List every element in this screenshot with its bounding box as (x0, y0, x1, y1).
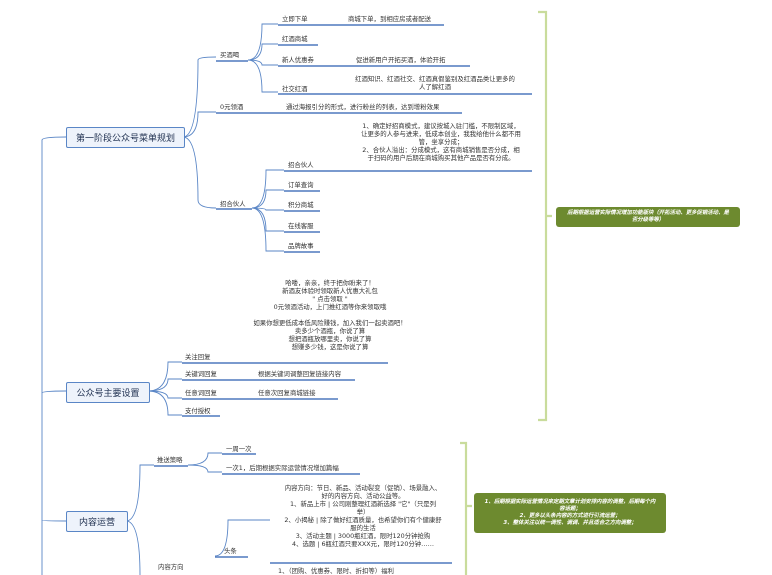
node-online-service[interactable]: 在线客服 (288, 222, 314, 230)
desc-line: 哈喽，亲亲，终于把你盼来了！ (285, 279, 375, 287)
desc-line: 1、新品上市 | 公司刚整理红酒新选择 "它"（只是列 (289, 500, 436, 508)
node-order-now-desc: 商城下单，到相应房或者配送 (348, 15, 432, 23)
node-new-user-coupon[interactable]: 新人优惠券 (282, 56, 314, 64)
node-free-wine-desc: 通过海报引分的形式，进行粉丝的列表，达到增粉效果 (286, 103, 440, 111)
desc-line: 管，坐享分成； (418, 138, 464, 146)
desc-line: 于扫码的用户后期在商城购买其他产品是否有分成。 (367, 154, 515, 162)
node-any-word-reply[interactable]: 任意词回复 (185, 389, 217, 397)
node-push-strategy[interactable]: 推送策略 (157, 456, 183, 464)
main-topic-account-settings[interactable]: 公众号主要设置 (66, 382, 150, 403)
node-follow-reply-desc: 哈喽，亲亲，终于把你盼来了！ 新酒友体验时领取新人优惠大礼包 " 点击领取 " … (240, 279, 420, 351)
desc-line (240, 311, 420, 319)
node-social-wine[interactable]: 社交红酒 (282, 85, 308, 93)
node-any-word-reply-desc: 任意次回复商城链接 (258, 389, 316, 397)
node-order-now[interactable]: 立即下单 (282, 15, 308, 23)
desc-line: 人了解红酒 (419, 83, 451, 91)
note-line: 2、更多以头条内容的方式进行引流运营； (519, 513, 621, 519)
node-points-mall[interactable]: 积分商城 (288, 201, 314, 209)
node-new-user-coupon-desc: 促进新用户开拓买酒，体验开拓 (356, 56, 446, 64)
node-order-query[interactable]: 订单查询 (288, 181, 314, 189)
desc-line: 0元领酒活动，上门推红酒等你来领取哦 (273, 303, 387, 311)
note-content-operations[interactable]: 1、后期根据实际运营情况来定期文章计划安排内容的调整，后期每个内 容话题； 2、… (474, 493, 666, 533)
desc-line: 1、确定好招商模式，建议按城入驻门槛，不限制区域， (362, 122, 520, 130)
desc-line: 内容方向：节日、新品、活动裂变（促销）、场景融入、 (284, 484, 442, 492)
node-wine-mall[interactable]: 红酒商城 (282, 35, 308, 43)
node-recruit-partner[interactable]: 招合伙人 (220, 200, 246, 208)
desc-line: 好的内容方向、活动公益等。 (321, 492, 405, 500)
desc-line: 让更多的人参与进来，低成本创业，我我给他什么都不用 (361, 130, 521, 138)
node-buy-wine[interactable]: 买酒喝 (220, 51, 240, 59)
node-keyword-reply-desc: 根据关键词调整回复链接内容 (258, 370, 342, 378)
node-free-wine[interactable]: 0元领酒 (220, 103, 244, 111)
desc-line: 3、活动主题 | 3000瓶红酒，限时120分钟抢购 (295, 532, 431, 540)
desc-line: 想把酒瓶放哪里卖，你说了算 (288, 335, 372, 343)
node-bottom-benefits: 1、（团购、优惠券、限时、折扣等）福利 (278, 567, 394, 575)
node-push-frequency[interactable]: 一次1，后期根据实际运营情况增加篇幅 (226, 464, 339, 472)
node-payment-auth[interactable]: 支付授权 (185, 407, 211, 415)
desc-line: 想赚多少钱，这是你说了算 (291, 343, 369, 351)
desc-line: 4、选题 | 6瓶红酒只要XXX元，限时120分钟…… (292, 540, 434, 548)
node-content-direction[interactable]: 内容方向 (158, 563, 184, 571)
note-menu-planning[interactable]: 后期根据运营实际情况增加功能版块（开拓活动、更多促销活动、是 否分级等等） (556, 207, 740, 227)
desc-line: 新酒友体验时领取新人优惠大礼包 (282, 287, 378, 295)
desc-line: 卖多少个酒瓶，你说了算 (294, 327, 366, 335)
desc-line: 服的生活 (350, 524, 376, 532)
node-headline[interactable]: 头条 (224, 547, 237, 555)
main-topic-menu-planning[interactable]: 第一阶段公众号菜单规划 (66, 127, 185, 148)
note-line: 否分级等等） (631, 217, 665, 223)
desc-line: 2、合伙人溢出：分成模式，这有商城销售是否分成，相 (362, 146, 520, 154)
desc-line: 如果你想更低成本低风险赚钱，加入我们一起卖酒吧！ (253, 319, 407, 327)
desc-line: " 点击领取 " (312, 295, 348, 303)
note-line: 3、整体关注以统一调性、调调、并且适合之方向调整； (503, 520, 637, 526)
node-keyword-reply[interactable]: 关键词回复 (185, 370, 217, 378)
node-follow-reply[interactable]: 关注回复 (185, 353, 211, 361)
node-brand-story[interactable]: 品牌故事 (288, 242, 314, 250)
note-line: 1、后期根据实际运营情况来定期文章计划安排内容的调整，后期每个内 (484, 499, 656, 505)
node-social-wine-desc: 红酒知识、红酒社交、红酒真假鉴别及红酒品类让更多的 人了解红酒 (345, 75, 525, 91)
node-recruit-partner-desc: 1、确定好招商模式，建议按城入驻门槛，不限制区域， 让更多的人参与进来，低成本创… (350, 122, 532, 162)
main-topic-content-operations[interactable]: 内容运营 (66, 511, 128, 532)
node-once-a-week[interactable]: 一周一次 (226, 445, 252, 453)
desc-line: 2、小揭秘 | 除了做好红酒质量，也希望你们有个健康舒 (284, 516, 442, 524)
desc-line: 举） (356, 508, 370, 516)
note-line: 后期根据运营实际情况增加功能版块（开拓活动、更多促销活动、是 (567, 210, 729, 216)
node-headline-desc: 内容方向：节日、新品、活动裂变（促销）、场景融入、 好的内容方向、活动公益等。 … (272, 484, 454, 548)
node-recruit-partner-sub[interactable]: 招合伙人 (288, 161, 314, 169)
desc-line: 红酒知识、红酒社交、红酒真假鉴别及红酒品类让更多的 (355, 75, 515, 83)
note-line: 容话题； (559, 506, 581, 512)
